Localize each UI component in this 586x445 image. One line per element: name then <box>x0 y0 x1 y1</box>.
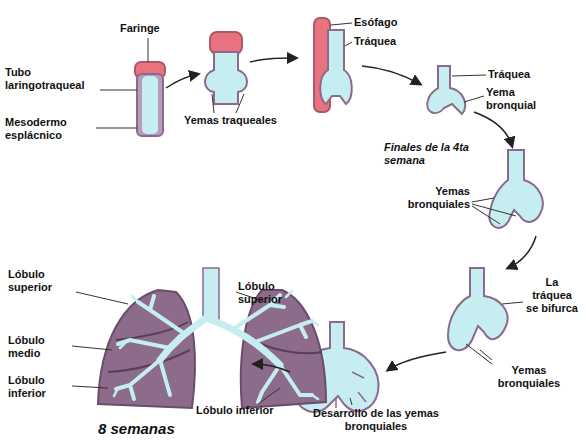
part-label: Faringe <box>120 22 180 35</box>
part-label: Lóbulo superior <box>238 280 308 306</box>
part-label: Yemas bronquiales <box>486 364 572 390</box>
part-label: Lóbulo inferior <box>8 374 72 400</box>
part-label: Lóbulo superior <box>8 268 76 294</box>
part-label: Lóbulo medio <box>8 334 72 360</box>
part-label: Yema bronquial <box>486 86 546 112</box>
part-label: Tráquea <box>488 68 558 81</box>
part-label: Yemas traqueales <box>184 114 314 127</box>
part-label: Lóbulo inferior <box>196 404 306 417</box>
part-label: Esófago <box>354 16 424 29</box>
part-label: Tráquea <box>354 35 424 48</box>
part-label: Desarrollo de las yemas bronquiales <box>312 407 440 433</box>
part-label: Yemas bronquiales <box>384 185 470 211</box>
part-label: Mesodermo esplácnico <box>5 116 97 142</box>
part-label: Tubo laringotraqueal <box>5 66 100 92</box>
part-label: 8 semanas <box>98 420 208 438</box>
part-label: Finales de la 4ta semana <box>384 141 479 167</box>
part-label: La tráquea se bifurca <box>525 276 579 316</box>
